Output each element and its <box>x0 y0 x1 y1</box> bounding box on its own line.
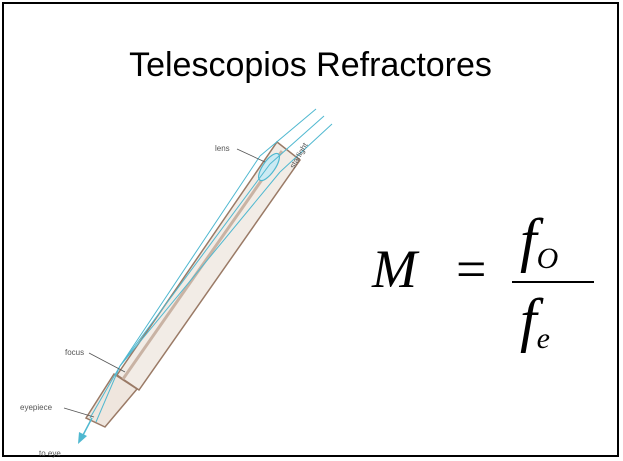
magnification-formula: M = fO fe <box>372 207 602 376</box>
lens-label: lens <box>215 144 230 153</box>
eyepiece-leader <box>63 407 95 418</box>
focus-leader <box>88 352 126 373</box>
denominator-symbol: f <box>520 287 537 353</box>
telescope-tube <box>115 140 302 392</box>
focus-label: focus <box>65 348 84 357</box>
lens-leader <box>236 148 266 163</box>
tube-wall-shade <box>121 150 284 380</box>
numerator-subscript: O <box>536 242 559 275</box>
to-eye-arrowhead <box>78 432 87 444</box>
formula-equals: = <box>456 239 487 299</box>
numerator-symbol: f <box>520 207 537 273</box>
slide: Telescopios Refractores lens starli <box>2 2 619 458</box>
eyepiece-tube <box>84 372 139 428</box>
slide-title: Telescopios Refractores <box>129 46 492 84</box>
formula-lhs: M <box>372 239 417 299</box>
formula-denominator: fe <box>520 286 550 356</box>
fraction-bar <box>512 281 594 283</box>
to-eye-arrow <box>81 417 93 438</box>
light-rays <box>89 108 333 423</box>
denominator-subscript: e <box>536 322 550 355</box>
refractor-telescope-diagram: lens starlight focus eyepiece to eye <box>20 108 333 458</box>
eyepiece-label: eyepiece <box>20 403 53 412</box>
to-eye-label: to eye <box>39 449 61 458</box>
formula-numerator: fO <box>520 206 558 276</box>
